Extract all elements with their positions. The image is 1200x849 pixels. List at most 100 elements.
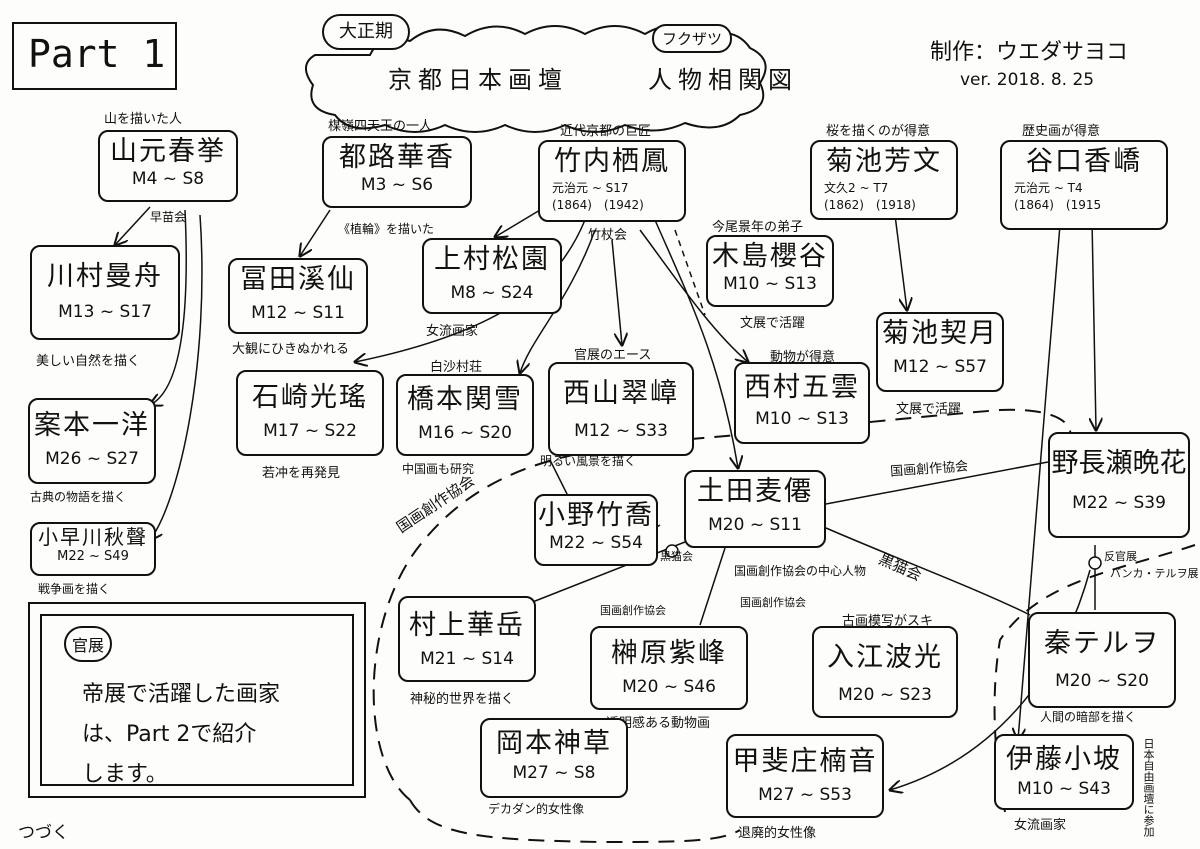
node-name: 案本一洋 xyxy=(34,410,150,441)
note-keisen-top: 楳嶺四天王の一人 xyxy=(328,119,433,134)
node-name: 小早川秋聲 xyxy=(38,525,148,549)
edge-label-kokuga-center: 国画創作協会の中心人物 xyxy=(734,564,867,578)
node-years: M20 ~ S23 xyxy=(838,685,932,706)
note-kagaku-bottom: 神秘的世界を描く xyxy=(410,692,515,707)
period-tag: 大正期 xyxy=(322,14,410,50)
node-years: M17 ~ S22 xyxy=(263,421,357,442)
node-years: M20 ~ S46 xyxy=(622,677,716,698)
node-years: M22 ~ S49 xyxy=(57,549,129,564)
note-shuko-bottom: 戦争画を描く xyxy=(38,582,111,596)
node-shiho: 榊原紫峰 M20 ~ S46 xyxy=(590,626,748,710)
note-kansetsu-bottom: 中国画も研究 xyxy=(402,462,475,476)
note-shoha-bottom: 女流画家 xyxy=(1014,818,1067,833)
node-name: 甲斐庄楠音 xyxy=(732,746,878,777)
edge-label-kokuga-left: 国画創作協会 xyxy=(393,471,478,537)
node-suisho: 西山翠嶂 M12 ~ S33 xyxy=(548,362,694,456)
node-years: 元治元 ~ T4 xyxy=(1014,181,1083,196)
note-suisho-top: 官展のエース xyxy=(574,348,652,363)
note-hakuya-top: 今尾景年の弟子 xyxy=(712,220,804,235)
node-years: M22 ~ S54 xyxy=(549,533,643,554)
node-years: M20 ~ S11 xyxy=(708,515,802,536)
node-kokyo: 谷口香嶠 元治元 ~ T4 (1864) (1915 xyxy=(1000,140,1168,230)
note-hobun-top: 桜を描くのが得意 xyxy=(826,124,931,139)
node-name: 土田麦僊 xyxy=(697,476,813,507)
node-name: 秦テルヲ xyxy=(1044,628,1160,659)
node-years: M22 ~ S39 xyxy=(1072,493,1166,514)
title-furigana: フクザツ xyxy=(652,24,733,53)
version-label: ver. 2018. 8. 25 xyxy=(960,70,1095,90)
node-keigetsu: 菊池契月 M12 ~ S57 xyxy=(876,312,1004,392)
node-shoha: 伊藤小坡 M10 ~ S43 xyxy=(994,734,1134,810)
node-teruo: 秦テルヲ M20 ~ S20 xyxy=(1028,612,1176,708)
node-name: 川村曼舟 xyxy=(47,261,163,292)
node-years: M3 ~ S6 xyxy=(360,175,434,196)
note-kansetsu-top: 白沙村荘 xyxy=(430,360,483,375)
node-koyo: 石崎光瑤 M17 ~ S22 xyxy=(236,370,384,456)
node-years: M12 ~ S33 xyxy=(574,421,668,442)
callout-box: 官展 帝展で活躍した画家 は、Part 2で紹介 します。 xyxy=(28,602,366,798)
note-chikkyo-top: 明るい風景を描く xyxy=(540,454,637,468)
node-name: 冨田溪仙 xyxy=(240,264,356,295)
node-name: 木島櫻谷 xyxy=(712,241,828,272)
node-years: M4 ~ S8 xyxy=(131,169,205,190)
note-hakuya-bottom: 文展で活躍 xyxy=(740,316,806,331)
node-name: 橋本関雪 xyxy=(407,384,523,415)
node-detail: (1864) (1915 xyxy=(1014,198,1102,213)
part-label-box: Part 1 xyxy=(12,22,177,90)
node-shoon: 甲斐庄楠音 M27 ~ S53 xyxy=(726,734,884,818)
node-years: M10 ~ S13 xyxy=(755,409,849,430)
node-name: 西山翠嶂 xyxy=(563,378,679,409)
edge-label-bankaten: バンカ・テルヲ展 xyxy=(1110,567,1199,580)
note-gyokuun-top: 動物が得意 xyxy=(770,350,836,365)
edge-label-chikujokai: 竹杖会 xyxy=(588,228,628,243)
node-shuho: 川村曼舟 M13 ~ S17 xyxy=(30,245,180,340)
node-keisen2: 冨田溪仙 M12 ~ S11 xyxy=(228,258,368,334)
edge-label-shokuwa: 《植輪》を描いた xyxy=(338,222,435,236)
note-shinso-bottom: デカダン的女性像 xyxy=(488,802,585,816)
node-shoen: 上村松園 M8 ~ S24 xyxy=(422,238,562,314)
node-hako: 入江波光 M20 ~ S23 xyxy=(812,626,958,718)
footer-continue: つづく xyxy=(18,823,69,843)
node-years: M10 ~ S13 xyxy=(723,274,817,295)
edge-label-kokubyokai1: 黒猫会 xyxy=(660,550,693,563)
edge-label-kokuga-small2: 国画創作協会 xyxy=(740,596,806,609)
note-seiho-top: 近代京都の巨匠 xyxy=(560,124,652,139)
note-shuho-bottom: 美しい自然を描く xyxy=(36,354,141,369)
note-ikkyo-bottom: 古典の物語を描く xyxy=(30,490,127,504)
note-shoon-bottom: 退廃的女性像 xyxy=(738,826,817,841)
edge-label-kokuga-small1: 国画創作協会 xyxy=(600,604,666,617)
node-name: 竹内栖鳳 xyxy=(554,146,670,177)
node-seiho: 竹内栖鳳 元治元 ~ S17 (1864) (1942) xyxy=(538,140,686,222)
node-bokka: 野長瀬晩花 M22 ~ S39 xyxy=(1048,432,1190,538)
node-years: M16 ~ S20 xyxy=(418,423,512,444)
node-years: M20 ~ S20 xyxy=(1055,671,1149,692)
node-keisen: 都路華香 M3 ~ S6 xyxy=(322,136,472,208)
node-name: 入江波光 xyxy=(827,642,943,673)
title-left: 京都日本画壇 xyxy=(388,66,568,94)
node-ikkyo: 案本一洋 M26 ~ S27 xyxy=(28,398,156,484)
node-years: M13 ~ S17 xyxy=(58,302,152,323)
node-name: 上村松園 xyxy=(434,244,550,275)
node-years: M12 ~ S11 xyxy=(251,303,345,324)
node-name: 菊池芳文 xyxy=(826,146,942,177)
node-detail: (1864) (1942) xyxy=(552,198,644,213)
node-name: 野長瀬晩花 xyxy=(1051,448,1187,479)
node-name: 山元春挙 xyxy=(110,136,226,167)
note-keigetsu-bottom: 文展で活躍 xyxy=(896,402,962,417)
node-years: 元治元 ~ S17 xyxy=(552,181,629,196)
node-kagaku: 村上華岳 M21 ~ S14 xyxy=(398,596,536,682)
note-teruo-bottom: 人間の暗部を描く xyxy=(1040,710,1137,724)
node-okyo: 山元春挙 M4 ~ S8 xyxy=(98,130,238,202)
note-shoha-side: 日本自由画壇に参加 xyxy=(1142,738,1155,837)
node-years: 文久2 ~ T7 xyxy=(824,181,889,196)
edge-label-hankan: 反官展 xyxy=(1104,550,1137,563)
node-gyokuun: 西村五雲 M10 ~ S13 xyxy=(734,362,870,444)
node-chikkyo: 小野竹喬 M22 ~ S54 xyxy=(534,494,658,566)
note-kokyo-top: 歴史画が得意 xyxy=(1022,124,1101,139)
callout-line2: は、Part 2で紹介 xyxy=(82,722,257,747)
node-hakuya: 木島櫻谷 M10 ~ S13 xyxy=(706,235,834,307)
callout-tag: 官展 xyxy=(64,626,113,662)
node-years: M21 ~ S14 xyxy=(420,649,514,670)
edge-label-sonaekai: 早苗会 xyxy=(150,210,187,224)
